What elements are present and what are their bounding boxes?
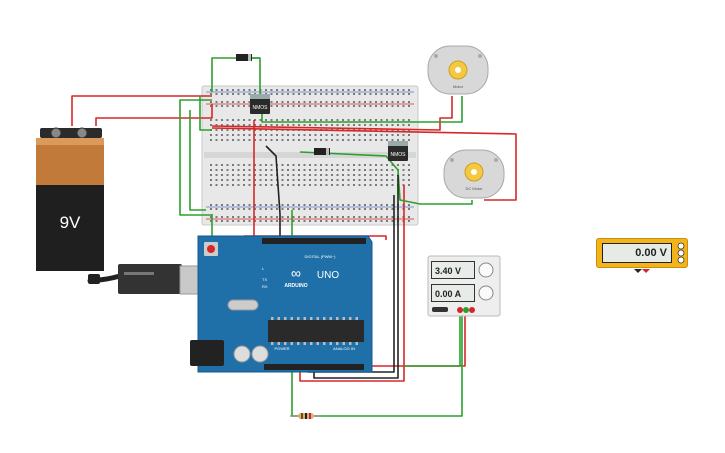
voltmeter[interactable]: 0.00 V <box>596 238 688 268</box>
wire-green <box>199 96 212 131</box>
arduino-model: UNO <box>317 270 339 281</box>
digital-header-label: DIGITAL (PWM~) <box>305 254 337 259</box>
wire-black <box>313 175 399 379</box>
motor-2-label: DC Motor <box>465 186 483 191</box>
psu-voltage-display: 3.40 V <box>431 261 475 279</box>
wire-green <box>261 96 463 123</box>
resistor[interactable] <box>290 413 322 419</box>
chip-pins <box>271 317 358 345</box>
arduino-logo-icon: ∞ <box>291 265 301 281</box>
wire-green <box>179 99 212 216</box>
battery-9v[interactable]: 9V <box>36 127 104 271</box>
wire-red <box>211 127 517 201</box>
mosfet-1-label: NMOS <box>253 105 269 111</box>
mosfet-2-label: NMOS <box>391 152 407 158</box>
wire-red <box>71 95 212 126</box>
voltmeter-terminals[interactable] <box>634 269 650 273</box>
mosfet-1[interactable]: NMOS <box>250 94 270 114</box>
usb-cable <box>87 264 217 295</box>
diode[interactable] <box>314 148 330 155</box>
wire-red <box>95 104 213 126</box>
power-header-label: POWER <box>274 346 289 351</box>
l-label: L <box>262 266 265 271</box>
motor-1-label: Motor <box>453 84 464 89</box>
arduino-uno[interactable]: ∞ ARDUINO UNO DIGITAL (PWM~) POWER ANALO… <box>190 235 373 373</box>
arduino-logo-text: ARDUINO <box>284 283 307 289</box>
wire-red <box>211 96 453 131</box>
diode[interactable] <box>236 54 252 61</box>
wire-red <box>299 185 405 382</box>
rx-label: RX <box>262 284 268 289</box>
voltmeter-dial-icon <box>677 242 685 264</box>
wire-green <box>299 151 473 205</box>
tx-label: TX <box>262 277 267 282</box>
mosfet-2[interactable]: NMOS <box>388 141 408 161</box>
analog-header-label: ANALOG IN <box>333 346 355 351</box>
psu-current-display: 0.00 A <box>431 284 475 302</box>
battery-label: 9V <box>60 213 81 232</box>
motor-2[interactable]: DC Motor <box>443 149 505 199</box>
wire-red <box>330 312 466 367</box>
motor-1[interactable]: Motor <box>427 45 489 95</box>
wire-black <box>265 145 281 240</box>
voltmeter-reading: 0.00 V <box>602 243 672 263</box>
wire-green <box>189 110 206 211</box>
